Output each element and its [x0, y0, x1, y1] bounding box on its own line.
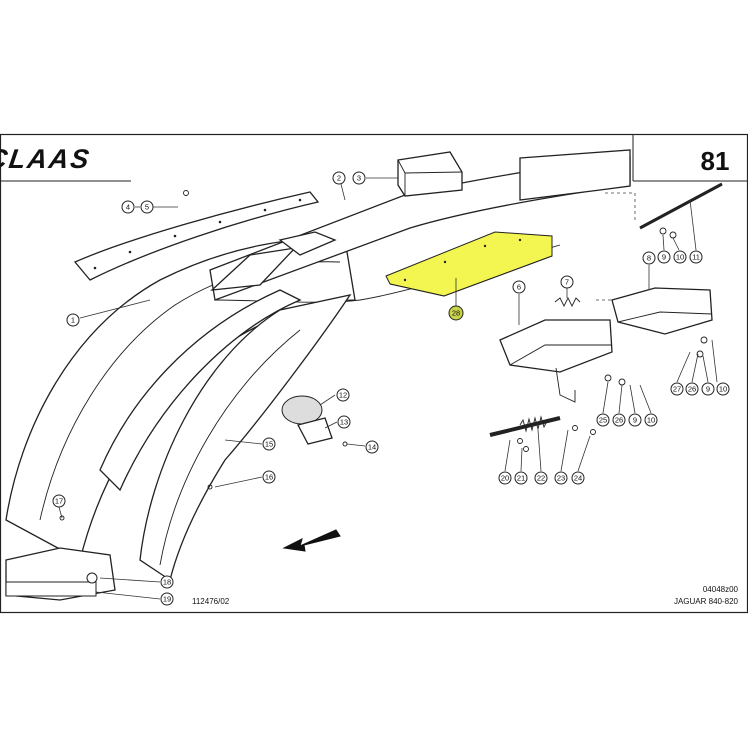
model-name: JAGUAR 840-820 — [674, 597, 739, 606]
svg-text:1: 1 — [71, 316, 75, 325]
callout-12: 12 — [336, 388, 350, 402]
callout-24: 24 — [571, 471, 585, 485]
callout-1: 1 — [66, 313, 80, 327]
callout-9: 9 — [657, 250, 671, 264]
callout-2: 2 — [332, 171, 346, 185]
callout-25: 25 — [596, 413, 610, 427]
svg-text:14: 14 — [368, 443, 376, 452]
svg-text:19: 19 — [163, 595, 171, 604]
svg-text:4: 4 — [126, 203, 130, 212]
callout-19: 19 — [160, 592, 174, 606]
top-box — [397, 151, 463, 197]
svg-text:9: 9 — [662, 253, 666, 262]
callout-22: 22 — [534, 471, 548, 485]
callout-16: 16 — [262, 470, 276, 484]
inner-arm — [99, 289, 302, 492]
svg-text:23: 23 — [557, 474, 565, 483]
callout-9b: 9 — [628, 413, 642, 427]
svg-text:7: 7 — [565, 278, 569, 287]
bracket-8-edge — [617, 311, 713, 323]
svg-text:16: 16 — [265, 473, 273, 482]
svg-text:9: 9 — [706, 385, 710, 394]
svg-text:24: 24 — [574, 474, 582, 483]
svg-text:8: 8 — [647, 254, 651, 263]
svg-text:26: 26 — [688, 385, 696, 394]
callout-10b: 10 — [644, 413, 658, 427]
callout-14: 14 — [365, 440, 379, 454]
callout-26b: 26 — [685, 382, 699, 396]
fitting-18 — [86, 572, 98, 584]
brush-holder-13 — [297, 417, 333, 445]
direction-arrow — [282, 529, 341, 552]
dashed-link-11 — [605, 192, 636, 222]
callout-28-highlighted: 28 — [448, 305, 464, 321]
bracket-8 — [611, 287, 713, 335]
page-number: 81 — [701, 146, 730, 176]
panel-15-inner — [159, 329, 301, 566]
bracket-6-arm — [555, 367, 576, 403]
svg-text:18: 18 — [163, 578, 171, 587]
callout-23: 23 — [554, 471, 568, 485]
svg-text:15: 15 — [265, 440, 273, 449]
svg-text:11: 11 — [692, 253, 700, 262]
callout-5: 5 — [140, 200, 154, 214]
callout-10: 10 — [673, 250, 687, 264]
callout-8: 8 — [642, 251, 656, 265]
rod-11 — [639, 182, 723, 230]
wear-plate-4 — [73, 191, 320, 281]
svg-text:21: 21 — [517, 474, 525, 483]
callout-10c: 10 — [716, 382, 730, 396]
leader-lines — [58, 177, 718, 600]
drawing-number: 112476/02 — [192, 597, 230, 606]
callout-9c: 9 — [701, 382, 715, 396]
callout-15: 15 — [262, 437, 276, 451]
base-plate-19 — [5, 581, 97, 597]
svg-text:2: 2 — [337, 174, 341, 183]
bracket-6-edge — [509, 344, 612, 366]
svg-text:28: 28 — [452, 309, 460, 318]
callout-13: 13 — [337, 415, 351, 429]
svg-text:10: 10 — [676, 253, 684, 262]
callout-20: 20 — [498, 471, 512, 485]
callout-6: 6 — [512, 280, 526, 294]
brand-logo: CLAAS — [0, 143, 93, 174]
svg-text:25: 25 — [599, 416, 607, 425]
svg-text:13: 13 — [340, 418, 348, 427]
callout-21: 21 — [514, 471, 528, 485]
svg-text:6: 6 — [517, 283, 521, 292]
callout-27: 27 — [670, 382, 684, 396]
svg-text:5: 5 — [145, 203, 149, 212]
svg-text:27: 27 — [673, 385, 681, 394]
callout-17: 17 — [52, 494, 66, 508]
beam-bracket-right — [278, 231, 337, 256]
svg-text:26: 26 — [615, 416, 623, 425]
curved-panel-15 — [139, 294, 352, 582]
callout-18: 18 — [160, 575, 174, 589]
doc-code: 04048z00 — [703, 585, 739, 594]
bracket-6 — [499, 319, 613, 373]
svg-text:22: 22 — [537, 474, 545, 483]
spring-7 — [554, 296, 581, 308]
callout-7: 7 — [560, 275, 574, 289]
svg-text:17: 17 — [55, 497, 63, 506]
svg-text:10: 10 — [719, 385, 727, 394]
svg-text:20: 20 — [501, 474, 509, 483]
svg-text:3: 3 — [357, 174, 361, 183]
callout-11: 11 — [689, 250, 703, 264]
svg-text:12: 12 — [339, 391, 347, 400]
callout-26: 26 — [612, 413, 626, 427]
callout-4: 4 — [121, 200, 135, 214]
svg-text:10: 10 — [647, 416, 655, 425]
plate-28-edge — [389, 255, 553, 297]
svg-text:9: 9 — [633, 416, 637, 425]
top-box-side — [397, 159, 463, 196]
shaft-spring — [519, 415, 549, 433]
callout-3: 3 — [352, 171, 366, 185]
beam-tail — [519, 149, 631, 201]
